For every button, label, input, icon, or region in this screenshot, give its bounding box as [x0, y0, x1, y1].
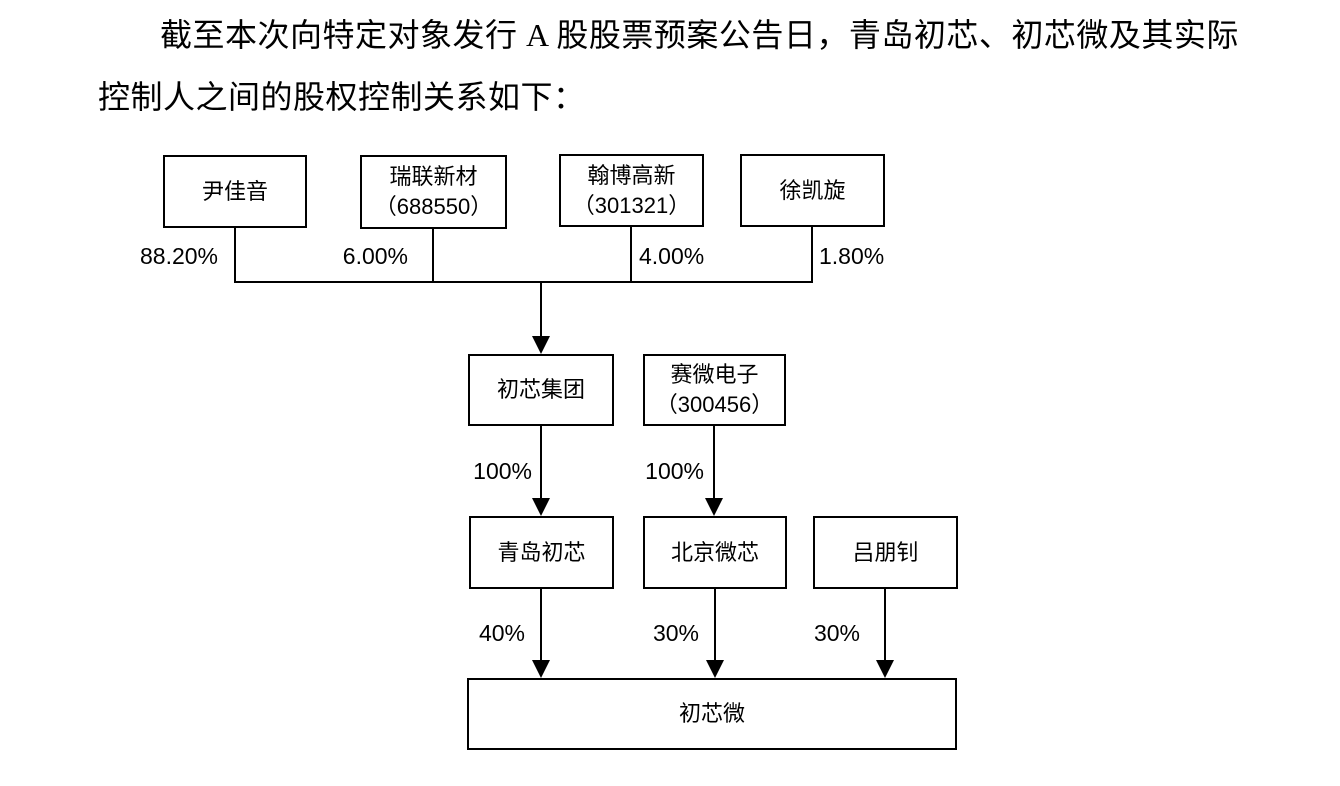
node-label: 吕朋钊	[852, 539, 919, 565]
node-label: 北京微芯	[670, 539, 759, 565]
node-label: 尹佳音	[201, 178, 268, 204]
node-label: 翰博高新	[587, 162, 676, 188]
pct-yinjiayin: 88.20%	[139, 243, 218, 269]
node-hanbo-gaoxin: 翰博高新 （301321）	[559, 154, 704, 227]
arrowhead	[532, 498, 550, 516]
node-saiwei-dianzi: 赛微电子 （300456）	[643, 354, 786, 426]
node-stock-code: （301321）	[572, 192, 691, 218]
node-stock-code: （300456）	[655, 392, 774, 417]
node-chuxinwei: 初芯微	[467, 678, 957, 750]
arrowhead	[532, 660, 550, 678]
arrowhead	[706, 660, 724, 678]
node-beijing-weixin: 北京微芯	[643, 516, 787, 589]
pct-chuxin-group: 100%	[473, 458, 532, 484]
node-stock-code: （688550）	[374, 194, 493, 219]
node-label: 徐凯旋	[779, 177, 846, 203]
node-lvpengzhao: 吕朋钊	[813, 516, 958, 589]
paragraph-line-2: 控制人之间的股权控制关系如下：	[98, 79, 586, 115]
paragraph-line-1: 截至本次向特定对象发行 A 股股票预案公告日，青岛初芯、初芯微及其实际	[160, 17, 1239, 53]
pct-lvpengzhao: 30%	[813, 620, 860, 646]
pct-qingdao-chuxin: 40%	[478, 620, 525, 646]
pct-beijing-weixin: 30%	[652, 620, 699, 646]
pct-ruilian: 6.00%	[342, 243, 408, 269]
node-label: 青岛初芯	[497, 539, 586, 565]
node-qingdao-chuxin: 青岛初芯	[469, 516, 614, 589]
node-xukaixuan: 徐凯旋	[740, 154, 885, 227]
node-yinjiayin: 尹佳音	[163, 155, 307, 228]
arrowhead	[532, 336, 550, 354]
node-ruilian-xincai: 瑞联新材 （688550）	[360, 155, 507, 229]
node-chuxin-group: 初芯集团	[468, 354, 614, 426]
node-label: 初芯集团	[496, 377, 585, 402]
node-label: 瑞联新材	[389, 164, 478, 189]
node-label: 初芯微	[678, 701, 745, 726]
pct-xukaixuan: 1.80%	[819, 243, 885, 269]
pct-saiwei: 100%	[645, 458, 704, 484]
arrowhead	[876, 660, 894, 678]
pct-hanbo: 4.00%	[639, 243, 705, 269]
node-label: 赛微电子	[670, 362, 759, 387]
arrowhead	[705, 498, 723, 516]
